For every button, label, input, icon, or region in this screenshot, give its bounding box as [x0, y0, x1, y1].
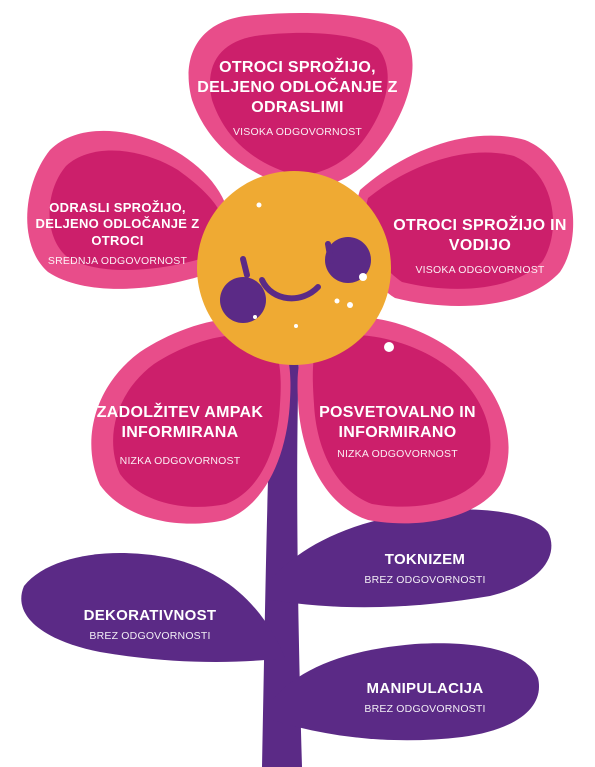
sparkle-dots — [253, 180, 394, 352]
petal-left-level: Srednja odgovornost — [47, 254, 188, 267]
leaf-right-bottom — [272, 643, 540, 741]
leaf-right-top — [272, 509, 552, 608]
petal-bottom-right-label: Posvetovalno in informirano Nizka odgovo… — [310, 403, 485, 460]
leaf-left — [21, 553, 286, 662]
leaf-right-bottom-level: Brez odgovornosti — [364, 702, 486, 715]
petals — [27, 12, 574, 524]
petal-bottom-right — [297, 316, 509, 524]
leaf-right-top-title: Toknizem — [384, 551, 466, 568]
smiling-face-icon — [197, 171, 391, 365]
petal-right-level: Visoka odgovornost — [415, 264, 545, 276]
leaf-right-top-level: Brez odgovornosti — [364, 573, 486, 586]
petal-top-label: Otroci sprožijo, deljeno odločanje z odr… — [195, 58, 400, 138]
petal-left-label: Odrasli sprožijo, deljeno odločanje z ot… — [30, 200, 205, 267]
petal-top-level: Visoka odgovornost — [232, 126, 363, 138]
petal-bottom-left-level: Nizka odgovornost — [119, 455, 241, 467]
petal-bottom-left-title: Zadolžitev ampak informirana — [96, 404, 264, 441]
cheek-right — [325, 237, 371, 283]
left-eye — [240, 256, 250, 278]
petal-bottom-left-label: Zadolžitev ampak informirana Nizka odgov… — [85, 403, 275, 467]
petal-right-title: Otroci sprožijo in vodijo — [393, 217, 567, 254]
right-eye — [325, 241, 334, 264]
petal-bottom-right-level: Nizka odgovornost — [337, 448, 458, 460]
leaf-left-level: Brez odgovornosti — [89, 629, 211, 642]
leaf-left-label: Dekorativnost Brez odgovornosti — [65, 607, 235, 642]
smile — [259, 277, 321, 302]
leaf-right-bottom-title: Manipulacija — [366, 680, 484, 697]
cheek-left — [220, 277, 266, 323]
petal-right-label: Otroci sprožijo in vodijo Visoka odgovor… — [380, 216, 580, 276]
petal-left-title: Odrasli sprožijo, deljeno odločanje z ot… — [35, 200, 200, 248]
petal-top — [188, 12, 413, 190]
leaf-right-bottom-label: Manipulacija Brez odgovornosti — [345, 680, 505, 715]
petal-left — [27, 130, 233, 289]
leaf-right-top-label: Toknizem Brez odgovornosti — [345, 551, 505, 586]
stem-group — [21, 330, 552, 767]
petal-top-title: Otroci sprožijo, deljeno odločanje z odr… — [197, 59, 398, 116]
petal-bottom-left — [91, 318, 291, 524]
petal-bottom-right-title: Posvetovalno in informirano — [319, 404, 476, 441]
petal-right — [354, 135, 574, 306]
leaf-left-title: Dekorativnost — [83, 607, 217, 624]
